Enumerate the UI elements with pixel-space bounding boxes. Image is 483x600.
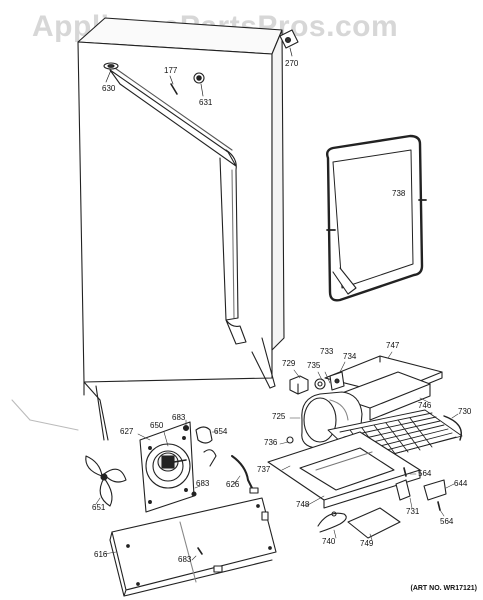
part-626-cord — [231, 455, 259, 494]
part-729-relay — [289, 375, 309, 395]
callout-725: 725 — [272, 412, 286, 421]
callout-616: 616 — [94, 550, 108, 559]
part-644-clip — [423, 479, 447, 501]
part-740-harness — [317, 511, 347, 533]
callout-683-mid: 683 — [196, 479, 210, 488]
cabinet — [11, 17, 285, 441]
part-748-base-pan — [267, 431, 421, 509]
callout-733: 733 — [320, 347, 334, 356]
callout-740: 740 — [322, 537, 336, 546]
callout-177: 177 — [164, 66, 178, 75]
part-749-cover — [347, 507, 401, 539]
callout-630: 630 — [102, 84, 116, 93]
callout-734: 734 — [343, 352, 357, 361]
diagonal-trim — [109, 65, 247, 345]
art-number: (ART NO. WR17121) — [410, 585, 477, 592]
callout-627: 627 — [120, 427, 134, 436]
callout-564-bottom: 564 — [440, 517, 454, 526]
callout-631: 631 — [199, 98, 213, 107]
callout-735: 735 — [307, 361, 321, 370]
part-630-grommet — [103, 62, 119, 83]
callout-651: 651 — [92, 503, 106, 512]
callout-736: 736 — [264, 438, 278, 447]
callout-731: 731 — [406, 507, 420, 516]
part-631-grommet — [193, 72, 205, 97]
callout-730: 730 — [458, 407, 472, 416]
part-733-735-734 — [314, 371, 345, 391]
part-731-strap — [395, 479, 411, 501]
callout-748: 748 — [296, 500, 310, 509]
callout-654: 654 — [214, 427, 228, 436]
part-177-screw — [169, 75, 178, 95]
callout-749: 749 — [360, 539, 374, 548]
callout-650: 650 — [150, 421, 164, 430]
part-564-screws — [403, 467, 441, 511]
leader-lines — [95, 351, 459, 561]
callout-683-bottom: 683 — [178, 555, 192, 564]
part-654-bracket — [195, 426, 217, 467]
part-616-panel — [109, 497, 277, 597]
part-650-fan-motor — [157, 452, 187, 472]
callout-626: 626 — [226, 480, 240, 489]
callout-270: 270 — [285, 59, 299, 68]
callout-747: 747 — [386, 341, 400, 350]
part-683-screw-mid — [191, 491, 197, 497]
part-738-gasket — [325, 134, 427, 302]
callout-738: 738 — [392, 189, 406, 198]
callout-564-right: 564 — [418, 469, 432, 478]
callout-729: 729 — [282, 359, 296, 368]
callout-683-top: 683 — [172, 413, 186, 422]
callout-746: 746 — [418, 401, 432, 410]
part-651-fan-blade — [85, 455, 127, 507]
callout-644: 644 — [454, 479, 468, 488]
part-270-clip — [279, 29, 299, 57]
callout-737: 737 — [257, 465, 271, 474]
